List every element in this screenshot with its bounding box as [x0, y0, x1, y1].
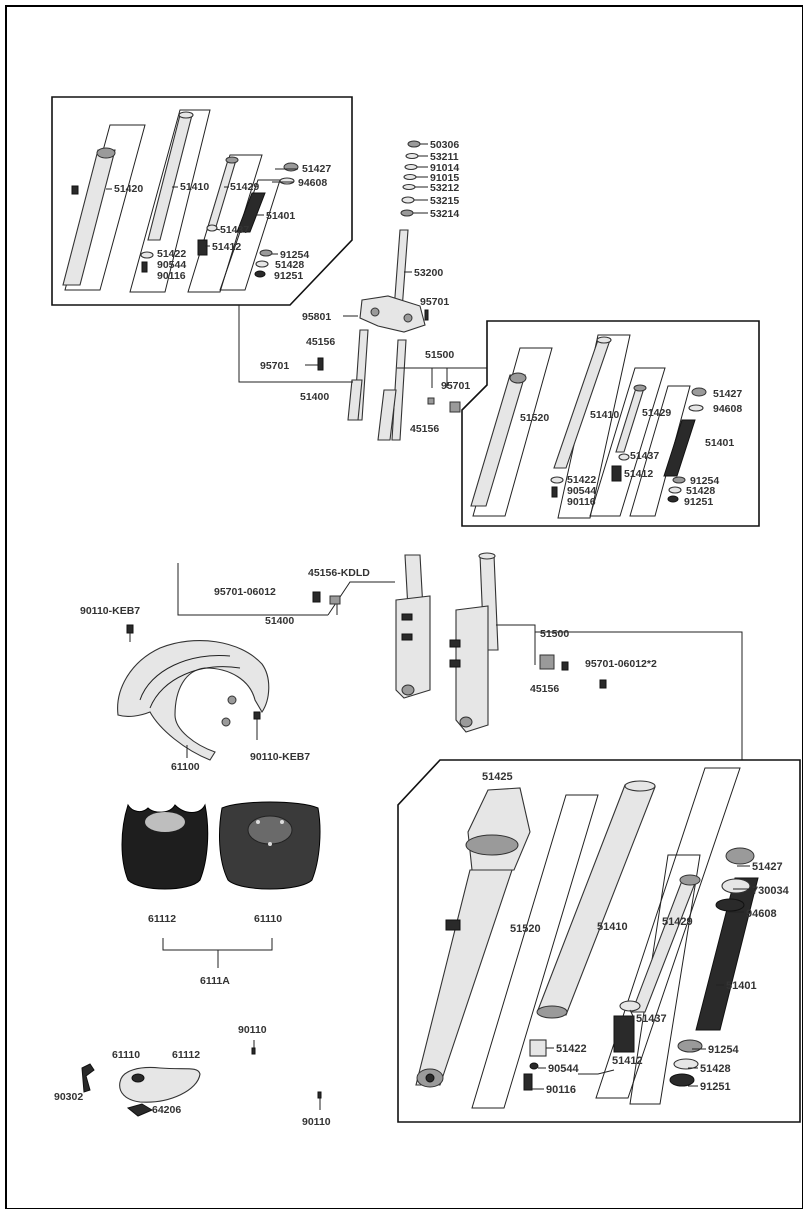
bottom-bridge-part: [359, 295, 426, 333]
label-51401: 51401: [266, 210, 295, 222]
label-tr-51412: 51412: [624, 468, 653, 480]
label-br-51427: 51427: [752, 861, 783, 873]
label-br-51410: 51410: [597, 921, 628, 933]
label-90110-keb7-bottom: 90110-KEB7: [250, 751, 310, 763]
label-61112-bottom: 61112: [172, 1049, 200, 1061]
label-50306: 50306: [430, 139, 459, 151]
inset-top-right: 51520 51410 51429 51427 94608 51401 5143…: [461, 320, 760, 527]
label-91251: 91251: [274, 270, 303, 282]
label-53200: 53200: [414, 267, 443, 279]
label-51400-mid: 51400: [265, 615, 294, 627]
label-53212: 53212: [430, 182, 459, 194]
label-br-51429: 51429: [662, 916, 693, 928]
inset-bottom-right: 51425 51427 730034 94608 51520 51410 514…: [397, 759, 801, 1123]
label-br-730034: 730034: [752, 885, 790, 897]
label-95701-06012x2: 95701-06012*2: [585, 658, 657, 670]
label-br-94608: 94608: [746, 908, 777, 920]
label-tr-51520: 51520: [520, 412, 549, 424]
label-tr-51427: 51427: [713, 388, 742, 400]
label-95701-right: 95701: [441, 380, 470, 392]
label-61112: 61112: [148, 913, 176, 925]
label-51437: 51437: [220, 224, 249, 236]
label-br-51425: 51425: [482, 771, 513, 783]
label-45156-right: 45156: [410, 423, 439, 435]
label-95701-top: 95701: [420, 296, 449, 308]
label-tr-51401: 51401: [705, 437, 734, 449]
steering-stem-group: 50306 53211 91014 91015 53212 53215 5321…: [238, 139, 487, 441]
fork-and-fender-group: 45156-KDLD 95701-06012 51400 51500 95701…: [80, 552, 743, 773]
label-61100: 61100: [171, 761, 200, 773]
label-br-91251: 91251: [700, 1081, 731, 1093]
label-51427: 51427: [302, 163, 331, 175]
label-51412: 51412: [212, 241, 241, 253]
label-tr-51422: 51422: [567, 474, 596, 486]
label-br-91254: 91254: [708, 1044, 739, 1056]
label-95801: 95801: [302, 311, 331, 323]
label-br-51520: 51520: [510, 923, 541, 935]
label-tr-51429: 51429: [642, 407, 671, 419]
label-6111a: 6111A: [200, 975, 230, 987]
label-90110-b: 90110: [302, 1116, 331, 1128]
label-51422: 51422: [157, 248, 186, 260]
label-91254: 91254: [280, 249, 309, 261]
label-90544: 90544: [157, 259, 186, 271]
label-61110: 61110: [254, 913, 282, 925]
label-br-51401: 51401: [726, 980, 757, 992]
fender-covers-group: 61112 61110 6111A: [121, 801, 321, 987]
label-51410: 51410: [180, 181, 209, 193]
label-94608: 94608: [298, 177, 327, 189]
spring-large-part: [695, 877, 759, 1031]
label-51500-top: 51500: [425, 349, 454, 361]
label-53215: 53215: [430, 195, 459, 207]
label-90110-keb7-top: 90110-KEB7: [80, 605, 140, 617]
label-tr-91251: 91251: [684, 496, 713, 508]
outer-tube-large-part: [415, 787, 531, 1088]
label-90110-a: 90110: [238, 1024, 267, 1036]
label-tr-90544: 90544: [567, 485, 596, 497]
label-51428: 51428: [275, 259, 304, 271]
label-br-51412: 51412: [612, 1055, 643, 1067]
front-fender-part: [117, 640, 270, 761]
label-45156-left: 45156: [306, 336, 335, 348]
label-51420: 51420: [114, 183, 143, 195]
label-tr-90116: 90116: [567, 496, 596, 508]
label-br-51428: 51428: [700, 1063, 731, 1075]
label-95701-left: 95701: [260, 360, 289, 372]
label-br-90544: 90544: [548, 1063, 579, 1075]
label-61110-bottom: 61110: [112, 1049, 140, 1061]
label-tr-51428: 51428: [686, 485, 715, 497]
label-51400-top: 51400: [300, 391, 329, 403]
label-br-51422: 51422: [556, 1043, 587, 1055]
label-45156-kdld: 45156-KDLD: [308, 567, 370, 579]
label-91014: 91014: [430, 162, 459, 174]
label-br-90116: 90116: [546, 1084, 576, 1096]
label-53214: 53214: [430, 208, 459, 220]
cover-61112-part: [121, 803, 209, 890]
label-tr-94608: 94608: [713, 403, 742, 415]
label-br-51437: 51437: [636, 1013, 667, 1025]
label-45156-mid: 45156: [530, 683, 559, 695]
spring-part: [236, 192, 266, 233]
label-90302: 90302: [54, 1091, 83, 1103]
label-95701-06012: 95701-06012: [214, 586, 276, 598]
label-53211: 53211: [430, 151, 459, 163]
label-tr-51410: 51410: [590, 409, 619, 421]
label-51500-mid: 51500: [540, 628, 569, 640]
inset-top-left: 51420 51410 51429 51427 94608 51401 5143…: [51, 96, 353, 306]
label-tr-91254: 91254: [690, 475, 719, 487]
bottom-small-parts: 90110 61110 61112 90302 64206 90110: [54, 1024, 331, 1128]
label-91015: 91015: [430, 172, 459, 184]
label-tr-51437: 51437: [630, 450, 659, 462]
label-90116: 90116: [157, 270, 186, 282]
label-64206: 64206: [152, 1104, 181, 1116]
label-51429: 51429: [230, 181, 259, 193]
